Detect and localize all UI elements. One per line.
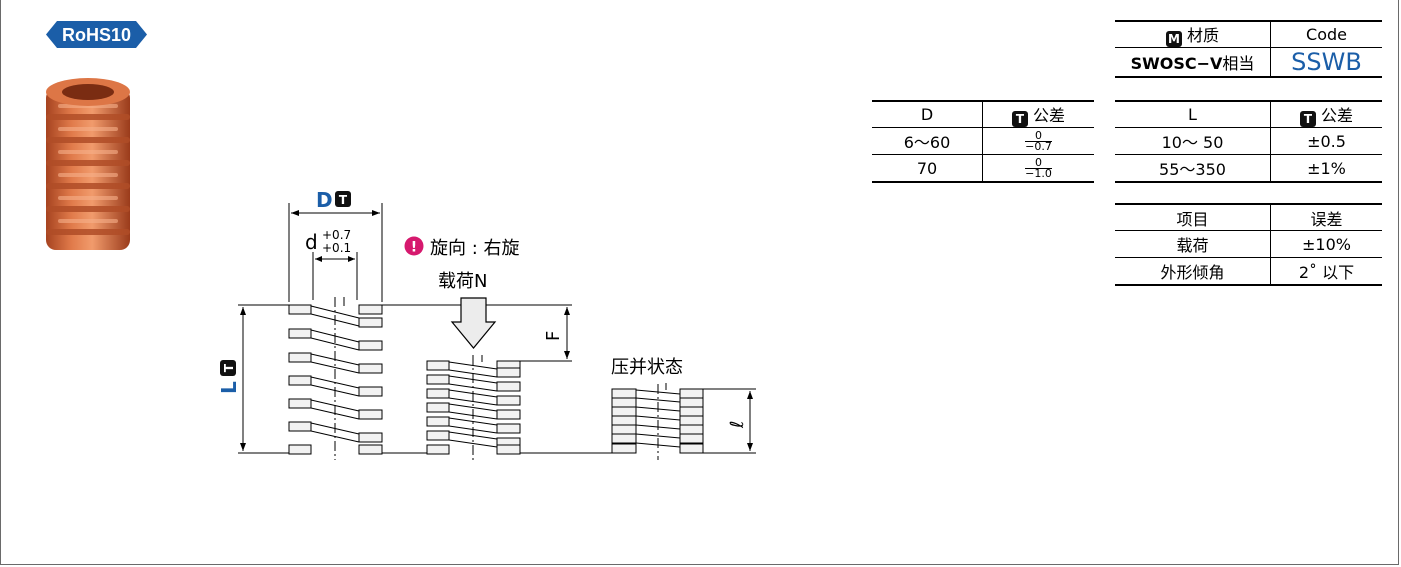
svg-text:T: T — [222, 363, 236, 372]
l-header: L — [1115, 100, 1271, 128]
l-tolerance: ±0.5 — [1270, 127, 1382, 155]
load-label: 载荷N — [438, 271, 487, 292]
d-header: D — [872, 100, 983, 128]
error-value: ±10% — [1270, 230, 1382, 258]
d-range: 70 — [872, 154, 983, 183]
winding-direction-label: 旋向 : 右旋 — [430, 238, 520, 259]
tolerance-badge-icon: T — [1011, 111, 1028, 127]
l-range: 55～350 — [1115, 154, 1271, 183]
error-header: 误差 — [1270, 203, 1382, 231]
item-value: 载荷 — [1115, 230, 1271, 258]
d-tolerance: 0−1.0 — [982, 154, 1094, 183]
rohs-badge-icon: RoHS10 — [46, 21, 147, 48]
dimension-L-label: L — [217, 381, 241, 394]
material-value: SWOSC−V相当 — [1115, 47, 1271, 78]
l-tolerance: ±1% — [1270, 154, 1382, 183]
d-lower-tolerance: +0.1 — [322, 241, 351, 255]
tolerance-badge-icon — [335, 191, 351, 207]
d-tolerance: 0−0.7 — [982, 127, 1094, 155]
rohs-label: RoHS10 — [62, 25, 131, 45]
dimension-d-label: d — [305, 230, 318, 254]
load-arrow-icon — [450, 297, 497, 349]
error-value: 2˚ 以下 — [1270, 257, 1382, 286]
l-range: 10～ 50 — [1115, 127, 1271, 155]
dimension-F-label: F — [543, 331, 564, 341]
dimension-l-label: ℓ — [727, 421, 748, 429]
error-table: 项目 误差 载荷 ±10% 外形倾角 2˚ 以下 — [1115, 203, 1382, 286]
svg-text:!: ! — [411, 240, 417, 256]
tolerance-badge-icon — [220, 360, 236, 376]
code-value: SSWB — [1270, 47, 1382, 78]
svg-text:T: T — [339, 193, 348, 207]
dimension-D-label: D — [316, 188, 333, 212]
solid-state-label: 压并状态 — [611, 357, 683, 378]
item-header: 项目 — [1115, 203, 1271, 231]
spring-photo-icon — [46, 78, 130, 250]
item-value: 外形倾角 — [1115, 257, 1271, 286]
d-upper-tolerance: +0.7 — [322, 228, 351, 242]
warning-icon — [404, 236, 424, 256]
tolerance-badge-icon: T — [1299, 111, 1316, 127]
d-range: 6～60 — [872, 127, 983, 155]
code-header: Code — [1270, 20, 1382, 48]
material-badge-icon: M — [1165, 31, 1182, 47]
